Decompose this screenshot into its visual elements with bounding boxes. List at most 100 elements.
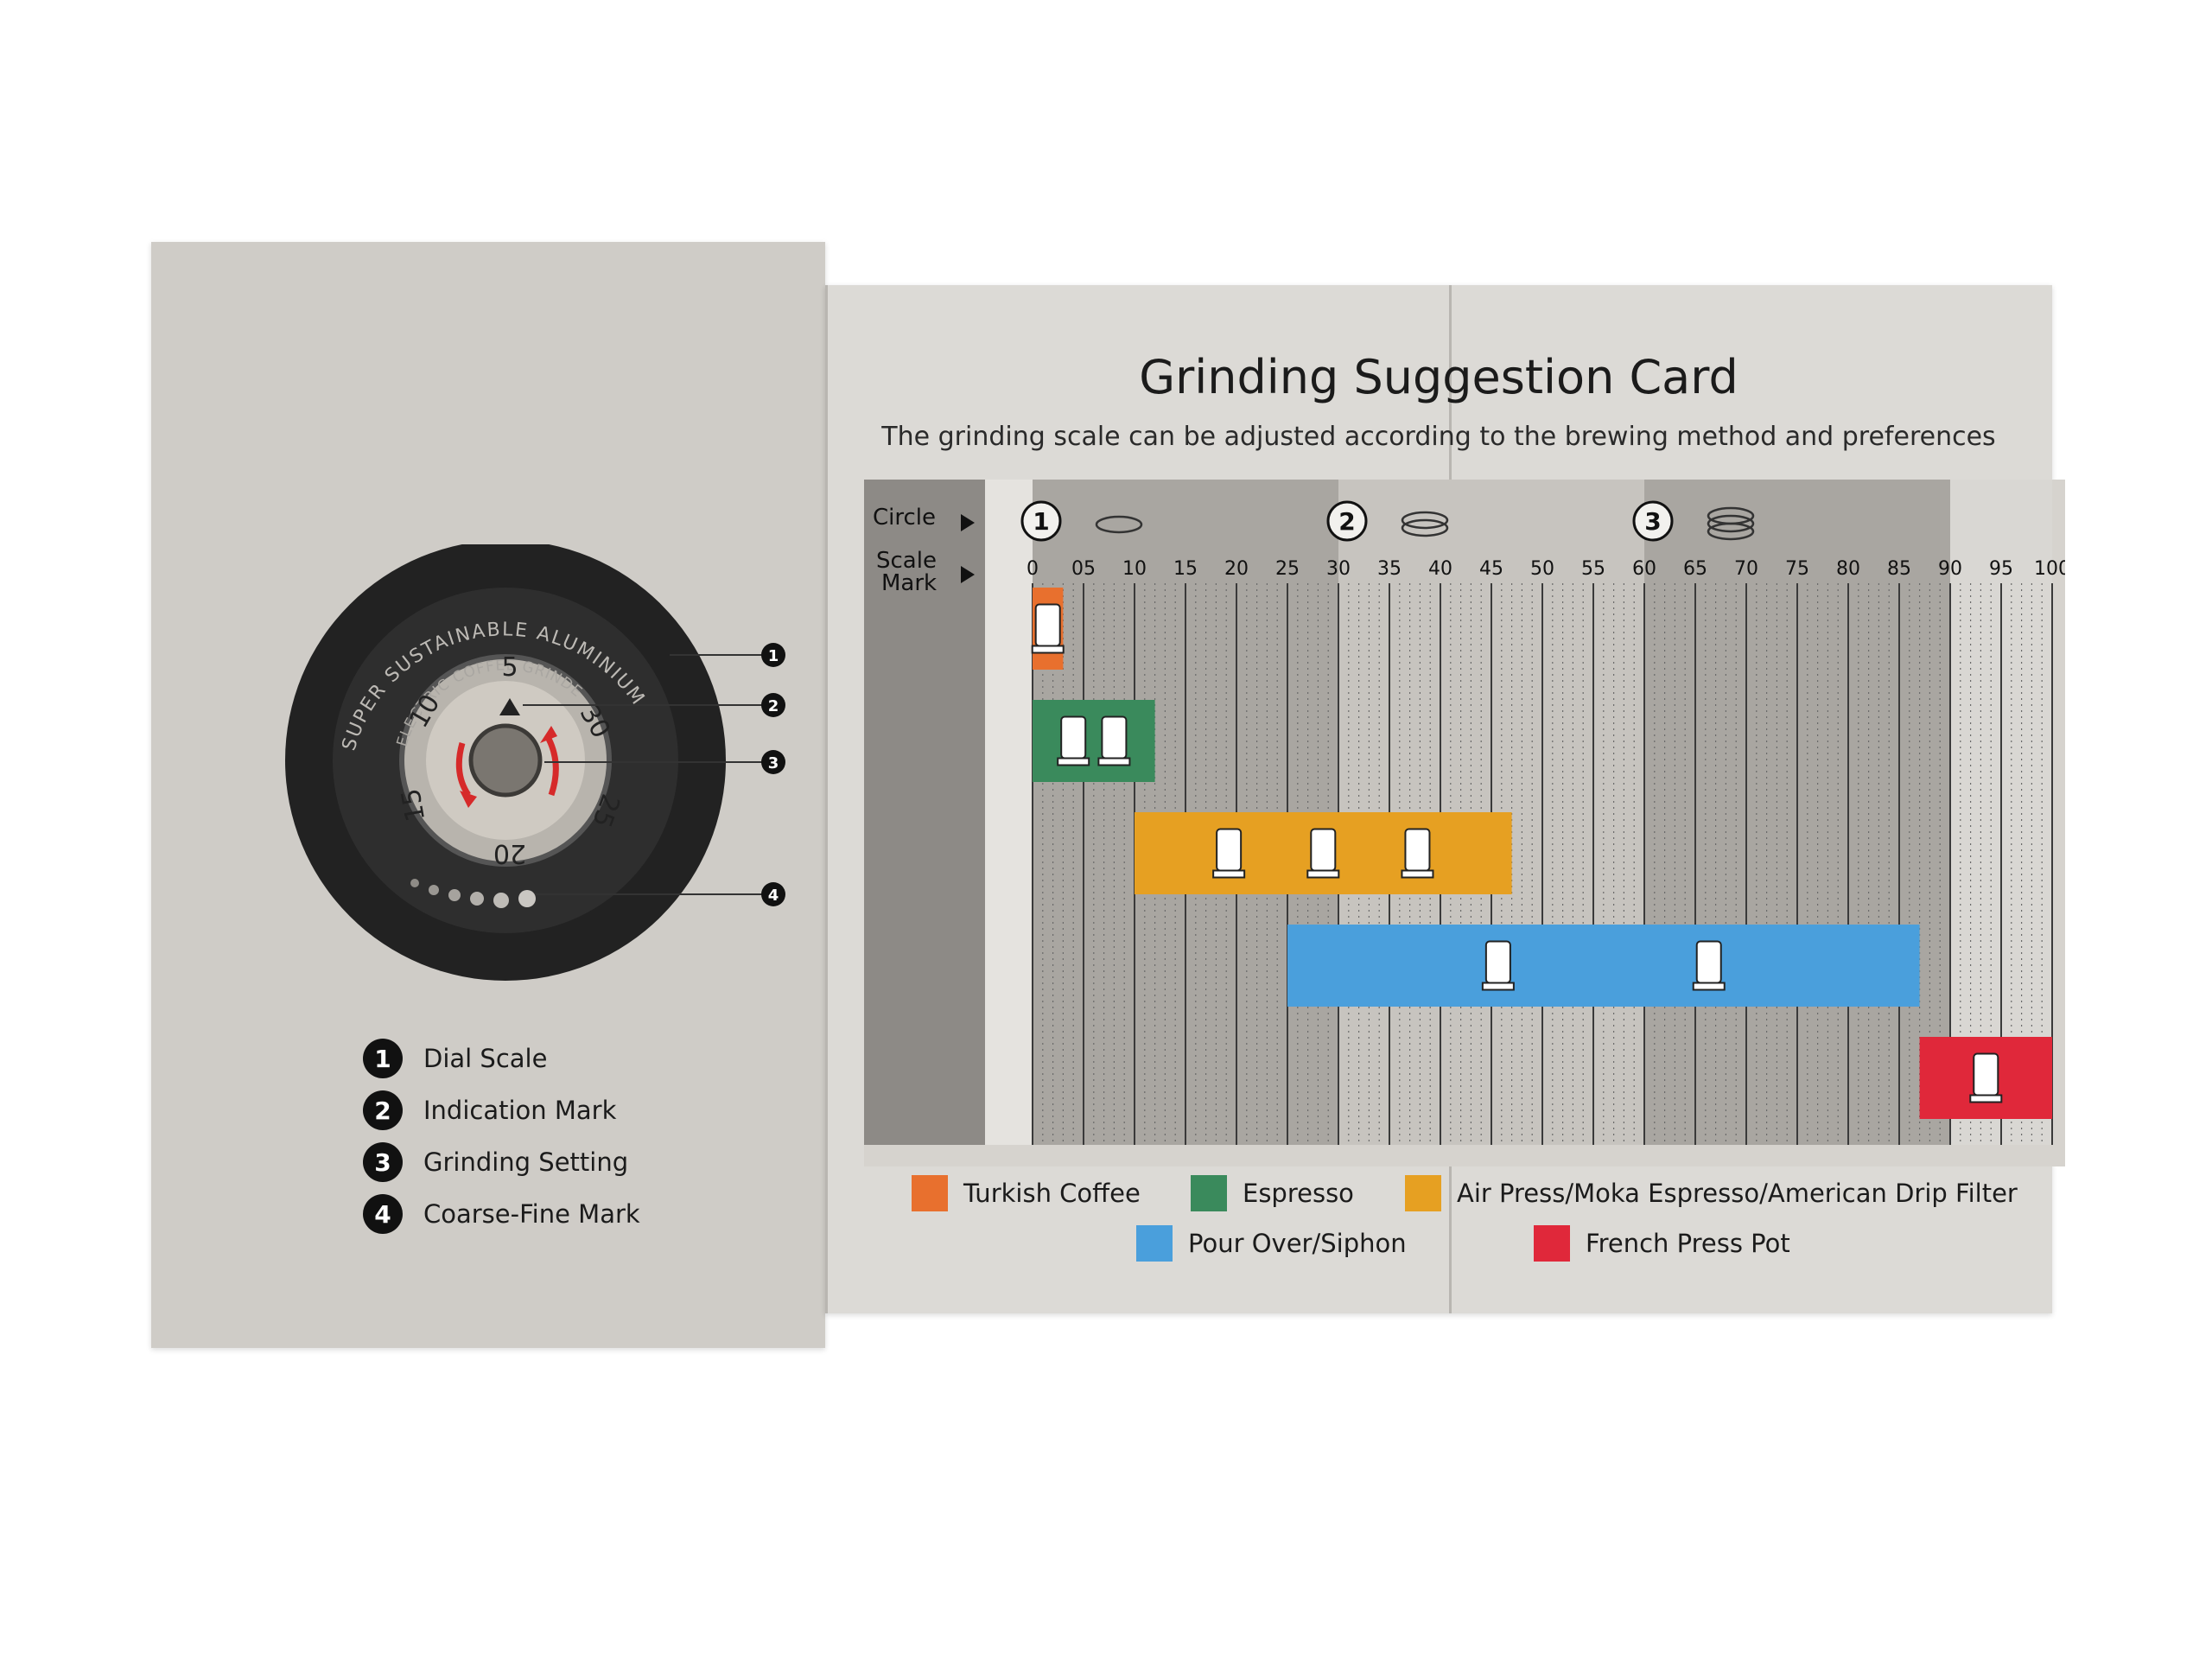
part-label: Coarse-Fine Mark	[423, 1199, 640, 1229]
method-bar	[1287, 925, 1920, 1007]
brewer-body	[1060, 715, 1087, 760]
legend-swatch	[1191, 1175, 1227, 1211]
coarse-fine-dot	[518, 890, 536, 907]
legend-item-espresso: Espresso	[1191, 1175, 1354, 1211]
legend-label: Air Press/Moka Espresso/American Drip Fi…	[1457, 1179, 2018, 1208]
callout-number: 3	[768, 754, 779, 772]
tick-label: 100	[2034, 558, 2065, 580]
part-item: 2 Indication Mark	[363, 1084, 640, 1136]
scale-gutter	[985, 480, 1033, 1145]
coarse-fine-dot	[493, 893, 509, 908]
circle-row-label: Circle	[873, 505, 936, 531]
callout-number: 2	[768, 697, 779, 715]
callout-badge	[761, 882, 785, 906]
tick-label: 75	[1785, 558, 1809, 580]
part-number-badge: 1	[363, 1039, 403, 1078]
rotate-right-arrow-icon	[540, 726, 557, 743]
turn-coil-icon	[1401, 518, 1449, 537]
legend-item-french-press: French Press Pot	[1534, 1225, 1790, 1262]
tick-label: 0	[1027, 558, 1039, 580]
tick-label: 05	[1071, 558, 1096, 580]
brewer-body	[1034, 603, 1061, 647]
tick-label: 55	[1581, 558, 1605, 580]
brewer-body	[1216, 828, 1243, 872]
chart-legend: Turkish Coffee Espresso Air Press/Moka E…	[907, 1171, 2048, 1274]
part-label: Grinding Setting	[423, 1147, 629, 1177]
tick-label: 45	[1479, 558, 1503, 580]
brewer-body	[1695, 940, 1722, 984]
card-subtitle: The grinding scale can be adjusted accor…	[881, 422, 1996, 452]
brewer-base	[1057, 757, 1090, 766]
row-arrow-icon	[961, 514, 975, 531]
dial-number: 5	[501, 652, 518, 683]
dial-number: 20	[493, 838, 526, 868]
circle-number: 1	[1033, 507, 1049, 536]
legend-swatch	[1136, 1225, 1173, 1262]
dial-center-knob	[468, 723, 543, 798]
espresso-maker-icon	[1097, 715, 1131, 766]
rotate-left-arrow-icon	[460, 791, 477, 808]
row-label-column	[864, 480, 985, 1145]
tick-label: 35	[1377, 558, 1402, 580]
coarse-fine-dot	[448, 889, 461, 901]
legend-swatch	[1405, 1175, 1441, 1211]
brewer-body	[1484, 940, 1511, 984]
legend-label: French Press Pot	[1586, 1229, 1790, 1258]
brewer-base	[1097, 757, 1131, 766]
tick-label: 70	[1734, 558, 1758, 580]
turkish-pot-icon	[1031, 603, 1065, 654]
legend-item-air-press: Air Press/Moka Espresso/American Drip Fi…	[1405, 1175, 2018, 1211]
brewer-body	[1973, 1052, 1999, 1096]
tick-label: 20	[1224, 558, 1249, 580]
brewer-base	[1969, 1094, 2003, 1103]
dial-number: 15	[396, 786, 431, 824]
brewer-body	[1404, 828, 1431, 872]
legend-swatch	[1534, 1225, 1570, 1262]
brewer-base	[1212, 869, 1246, 879]
tick-label: 50	[1530, 558, 1554, 580]
part-number-badge: 3	[363, 1142, 403, 1182]
turn-coil-icon	[1401, 511, 1449, 530]
callout-badge	[761, 693, 785, 717]
rotate-left-arrow-icon	[455, 742, 471, 797]
tick-label: 40	[1428, 558, 1452, 580]
siphon-icon	[1692, 940, 1726, 991]
brewer-base	[1481, 982, 1515, 991]
indication-mark-icon	[499, 698, 520, 715]
fold-line	[825, 285, 828, 1313]
grinder-dial-figure: SUPER SUSTAINABLE ALUMINIUM ALLOY ELECTR…	[269, 528, 795, 994]
tick-label: 85	[1887, 558, 1911, 580]
brewer-base	[1401, 869, 1434, 879]
callout-number: 4	[768, 887, 779, 905]
brewer-body	[1310, 828, 1337, 872]
parts-list: 1 Dial Scale 2 Indication Mark 3 Grindin…	[363, 1033, 640, 1240]
legend-item-turkish-coffee: Turkish Coffee	[912, 1175, 1141, 1211]
brewer-base	[1306, 869, 1340, 879]
coarse-fine-dot	[470, 892, 484, 906]
rotation-circle-icon	[1326, 500, 1368, 542]
rotate-right-arrow-icon	[545, 737, 559, 797]
rotation-circle-icon	[1632, 500, 1674, 542]
method-bar	[1033, 700, 1155, 782]
brewer-base	[1692, 982, 1726, 991]
tick-label: 15	[1173, 558, 1198, 580]
rotation-circle-icon	[1020, 500, 1062, 542]
tick-label: 80	[1836, 558, 1860, 580]
portafilter-icon	[1057, 715, 1090, 766]
coarse-fine-dot	[429, 885, 439, 895]
callout-number: 1	[768, 647, 779, 665]
pour-over-icon	[1481, 940, 1515, 991]
legend-label: Espresso	[1243, 1179, 1354, 1208]
tick-label: 65	[1683, 558, 1707, 580]
card-title: Grinding Suggestion Card	[1139, 350, 1738, 404]
part-number-badge: 4	[363, 1194, 403, 1234]
drip-machine-icon	[1401, 828, 1434, 879]
turn-coil-icon	[1707, 506, 1755, 525]
tick-label: 95	[1989, 558, 2013, 580]
turn-coil-icon	[1095, 515, 1143, 534]
tick-label: 30	[1326, 558, 1351, 580]
legend-label: Turkish Coffee	[963, 1179, 1141, 1208]
tick-label: 90	[1938, 558, 1962, 580]
row-arrow-icon	[961, 566, 975, 583]
